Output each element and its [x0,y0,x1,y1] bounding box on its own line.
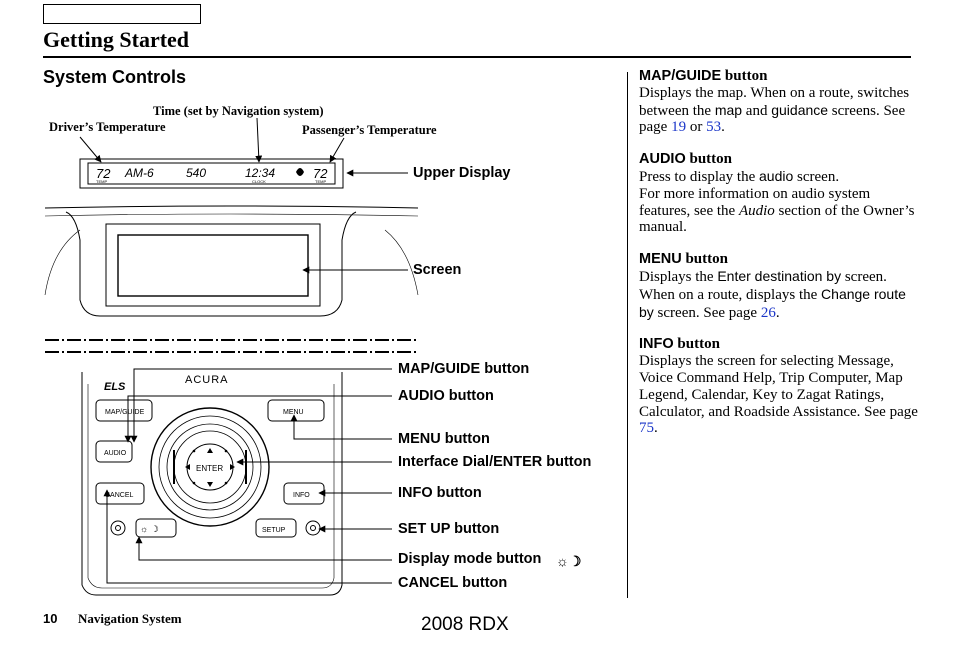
page-link[interactable]: 19 [671,119,687,136]
lcd-left-temp: 72 [96,166,111,181]
lcd-right-temp: 72 [313,166,328,181]
screen-name-text: Enter destination by [717,267,842,284]
panel-map-guide-button [95,399,153,422]
subheading: System Controls [43,67,187,87]
label-display-mode: Display mode button [398,551,542,567]
header-rule [43,56,911,58]
panel-setup-button [255,518,297,538]
description-heading: AUDIO button [639,151,919,168]
label-setup: SET UP button [398,521,500,537]
label-audio: AUDIO button [398,388,494,404]
description-text: . [721,119,725,136]
screen-name-text: audio [759,167,794,184]
page-link[interactable]: 53 [706,119,722,136]
lcd-frequency: 540 [186,166,206,180]
emphasis-text: Audio [738,202,775,219]
lcd-clock: 12:34 [245,166,275,180]
panel-brand: ACURA [185,374,229,386]
description-heading-word: button [721,68,768,84]
panel-display-mode-button [135,518,177,538]
panel-cancel-text: CANCEL [105,492,134,499]
description-heading-key: MENU [639,251,682,268]
lcd-mode: AM-6 [124,166,154,180]
navigation-screen [117,234,309,297]
label-info: INFO button [398,485,482,501]
description-heading: INFO button [639,336,919,353]
lcd-clock-tag: CLOCK [252,179,266,184]
label-time: Time (set by Navigation system) [153,104,324,118]
dial-arrow-left [185,464,190,470]
fan-icon [296,168,304,176]
description-text: or [686,119,707,136]
panel-map-guide-text: MAP/GUIDE [105,409,145,416]
controls-illustration: 72 TEMP AM-6 540 12:34 CLOCK 72 TEMP ACU… [44,117,581,596]
description-text: For more information on audio system fea… [639,185,871,219]
panel-audio-text: AUDIO [104,450,127,457]
description-heading-key: AUDIO [639,151,686,168]
label-cancel: CANCEL button [398,575,508,591]
panel-setup-text: SETUP [262,527,286,534]
description-text: screen. [793,168,840,185]
description-text: Press to display the [639,168,759,185]
screen-name-text: Change route by [639,285,906,320]
description-heading-key: MAP/GUIDE [639,68,722,84]
label-dial: Interface Dial/ENTER button [398,454,592,470]
label-driver-temp: Driver’s Temperature [49,120,166,134]
panel-menu-text: MENU [283,409,304,416]
dial-enter-label: ENTER [196,464,223,473]
section-title: Getting Started [43,27,190,52]
interface-dial: ENTER [150,407,270,527]
panel-audio-button [95,440,133,463]
description-text: Displays the screen for selecting Messag… [639,353,918,420]
description-text: . [775,304,780,321]
screen-housing [44,205,419,317]
panel-els-logo: ELS [104,381,126,393]
description-heading: MAP/GUIDE button [639,68,919,85]
label-screen: Screen [413,262,462,278]
description-text: section of the Owner’s manual. [639,202,915,236]
page-link[interactable]: 26 [760,304,776,321]
description-heading: MENU button [639,251,919,268]
description-text: screens. See page [639,102,906,136]
description-text: Displays the map. When on a route, switc… [639,84,910,119]
description-heading-word: button [685,151,733,168]
description-text: and [742,102,772,119]
screen-name-text: map [714,101,743,118]
dial-arrow-right [230,464,235,470]
model-label: 2008 RDX [421,614,509,635]
lcd-temp-tag-left: TEMP [96,179,107,184]
footer-title: Navigation System [78,611,182,626]
display-mode-symbol: ☼☽ [556,553,581,569]
header-tab-box [43,4,201,24]
page-number: 10 [43,611,58,626]
description-text: . [654,420,658,437]
column-divider [627,72,628,598]
panel-cancel-button [95,482,145,505]
panel-info-text: INFO [293,492,310,499]
panel-display-mode-icon: ☼ ☽ [140,524,159,534]
dial-arrow-down [207,482,213,487]
description-text: screen. See page [653,304,761,321]
upper-display: 72 TEMP AM-6 540 12:34 CLOCK 72 TEMP [79,158,344,189]
label-map-guide: MAP/GUIDE button [398,361,530,377]
dial-arrow-up [207,448,213,453]
screen-name-text: guidance [771,101,829,118]
page-link[interactable]: 75 [639,420,654,437]
description-heading-word: button [673,336,720,353]
description-text: Displays the [639,268,718,285]
lcd-temp-tag-right: TEMP [315,179,326,184]
description-heading-word: button [681,251,728,268]
label-menu: MENU button [398,431,490,447]
label-upper-display: Upper Display [413,165,511,181]
description-text: screen. When on a route, displays the [639,268,887,303]
description-heading-key: INFO [639,336,674,353]
control-panel: ACURA ELS MAP/GUIDE AUDIO CANCEL MENU IN… [81,372,343,596]
label-passenger-temp: Passenger’s Temperature [302,123,437,137]
